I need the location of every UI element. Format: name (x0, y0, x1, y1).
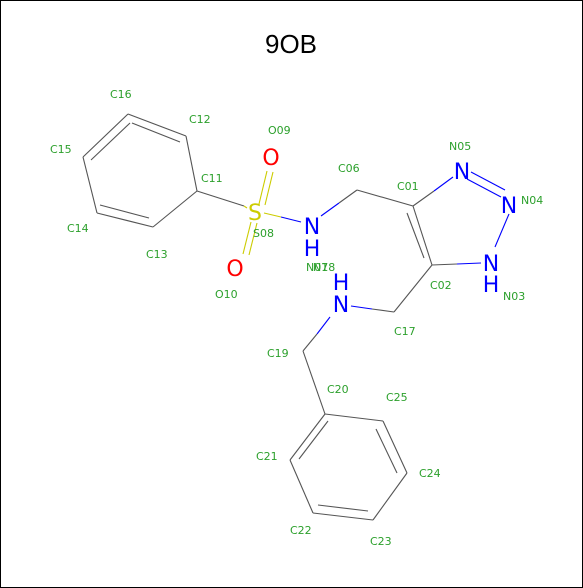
hydrogen-atom-n07: H (304, 237, 321, 262)
atom-label-c12: C12 (189, 113, 211, 126)
atom-label-c11: C11 (201, 172, 223, 185)
phenyl-ring-lower (289, 413, 408, 521)
triazole-ring (406, 171, 510, 266)
phenyl-ring-upper (82, 113, 198, 228)
atom-label-n18: N18 (313, 261, 335, 274)
atom-label-o09: O09 (268, 124, 291, 137)
atom-label-c01: C01 (397, 180, 419, 193)
atom-label-c19: C19 (267, 347, 289, 360)
hydrogen-atom-n18: H (333, 271, 350, 296)
atom-label-o10: O10 (215, 288, 238, 301)
aminomethyl-chain (302, 264, 433, 415)
atom-label-c15: C15 (50, 143, 72, 156)
sulfonyl-group (196, 170, 302, 256)
atom-label-n03: N03 (503, 290, 525, 303)
diagram-title: 9OB (265, 29, 317, 59)
atom-label-c21: C21 (256, 450, 278, 463)
atom-label-n05: N05 (449, 140, 471, 153)
atom-label-s08: S08 (253, 227, 274, 240)
nitrogen-atom-n04: N (501, 194, 517, 219)
atom-label-c17: C17 (394, 325, 416, 338)
nitrogen-atom-n18: N (333, 293, 349, 318)
nitrogen-atom-n03: N (483, 252, 499, 277)
atom-label-c22: C22 (290, 524, 312, 537)
atom-label-c14: C14 (67, 222, 89, 235)
nitrogen-atom-n05: N (454, 160, 470, 185)
atom-label-c16: C16 (110, 88, 132, 101)
atom-label-c25: C25 (386, 391, 408, 404)
oxygen-atom-o10: O (226, 257, 243, 282)
methylene-linker (320, 189, 414, 217)
oxygen-atom-o09: O (262, 146, 279, 171)
atom-label-c24: C24 (419, 467, 441, 480)
hydrogen-atom-n03: H (483, 273, 500, 298)
nitrogen-atom-n07: N (304, 215, 320, 240)
atom-label-c23: C23 (370, 535, 392, 548)
sulfur-atom-s08: S (248, 201, 262, 226)
atom-label-c06: C06 (338, 162, 360, 175)
atom-label-c02: C02 (430, 279, 452, 292)
atom-label-n04: N04 (521, 194, 543, 207)
atom-label-c20: C20 (327, 383, 349, 396)
atom-label-n07: N07 (306, 261, 328, 274)
atom-label-c13: C13 (146, 248, 168, 261)
